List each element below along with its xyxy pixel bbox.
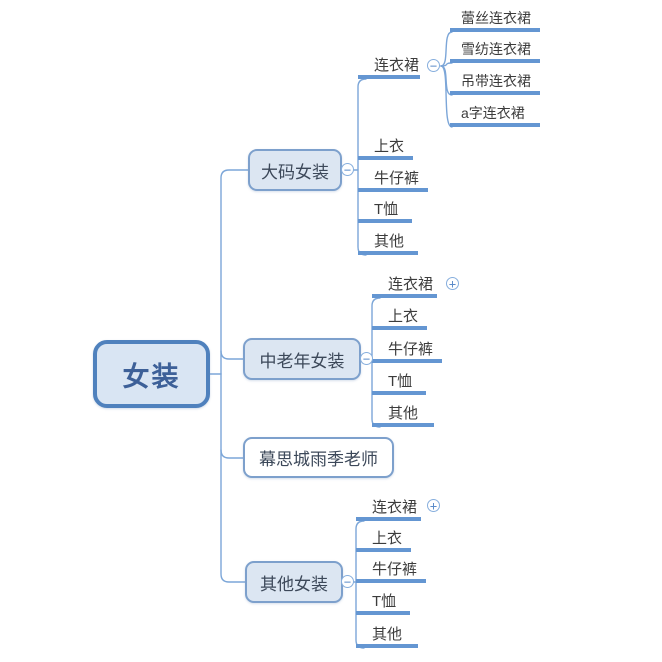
child-node-jeans-1[interactable]: 牛仔裤 (358, 168, 428, 192)
grandchild-node-lace-dress[interactable]: 蕾丝连衣裙 (450, 8, 540, 32)
child-node-tshirt-2[interactable]: T恤 (372, 371, 426, 395)
branch-node-other-women[interactable]: 其他女装 (245, 561, 343, 603)
expand-icon[interactable]: + (446, 277, 459, 290)
child-node-dress-1[interactable]: 连衣裙 (358, 55, 420, 79)
child-node-top-4[interactable]: 上衣 (356, 528, 411, 552)
child-node-jeans-2[interactable]: 牛仔裤 (372, 339, 442, 363)
root-node-women-clothing[interactable]: 女装 (93, 340, 210, 408)
child-node-other-1[interactable]: 其他 (358, 231, 418, 255)
branch-node-plus-size[interactable]: 大码女装 (248, 149, 342, 191)
child-node-other-2[interactable]: 其他 (372, 403, 434, 427)
connector-fan-4 (440, 65, 453, 128)
connector-branch3 (220, 449, 244, 459)
child-node-tshirt-1[interactable]: T恤 (358, 199, 412, 223)
grandchild-node-chiffon-dress[interactable]: 雪纺连衣裙 (450, 39, 540, 63)
child-node-tshirt-4[interactable]: T恤 (356, 591, 410, 615)
child-node-dress-4[interactable]: 连衣裙 (356, 497, 421, 521)
child-node-jeans-4[interactable]: 牛仔裤 (356, 559, 426, 583)
connector-b1-trunk (357, 78, 367, 256)
connector-fan-2 (440, 62, 453, 67)
connector-trunk-down (220, 373, 246, 583)
branch-node-middle-aged[interactable]: 中老年女装 (243, 338, 361, 380)
connector-fan-1 (440, 31, 453, 67)
branch-node-musicheng-teacher[interactable]: 幕思城雨季老师 (243, 437, 394, 478)
collapse-icon[interactable]: − (341, 163, 354, 176)
connector-trunk-up (220, 169, 249, 375)
grandchild-node-strap-dress[interactable]: 吊带连衣裙 (450, 71, 540, 95)
child-node-other-4[interactable]: 其他 (356, 624, 418, 648)
child-node-top-2[interactable]: 上衣 (372, 306, 427, 330)
collapse-icon[interactable]: − (360, 352, 373, 365)
collapse-icon[interactable]: − (427, 59, 440, 72)
grandchild-node-aline-dress[interactable]: a字连衣裙 (450, 103, 540, 127)
child-node-dress-2[interactable]: 连衣裙 (372, 274, 437, 298)
child-node-top-1[interactable]: 上衣 (358, 136, 413, 160)
collapse-icon[interactable]: − (341, 575, 354, 588)
connector-branch2 (220, 350, 244, 360)
expand-icon[interactable]: + (427, 499, 440, 512)
